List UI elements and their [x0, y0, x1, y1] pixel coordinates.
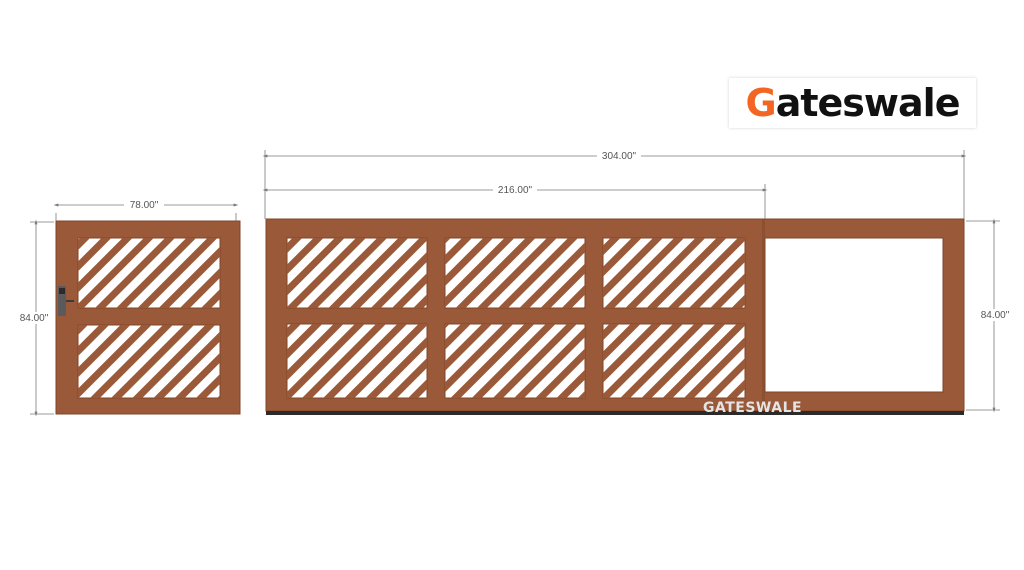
dim-opening-height: 84.00": [981, 310, 1010, 321]
watermark-text: GATESWALE: [703, 400, 802, 416]
logo-letter-g: G: [745, 81, 777, 125]
slat-panels: [286, 237, 746, 399]
sliding-gate: GATESWALE: [265, 218, 965, 416]
dim-total-width: 304.00": [602, 151, 637, 162]
dim-small-gate-width: 78.00": [130, 200, 159, 211]
door-handle-icon: [58, 286, 74, 316]
pedestrian-gate: [55, 220, 241, 415]
sliding-opening: [764, 237, 944, 393]
logo-wordmark: ateswale: [775, 81, 961, 125]
bottom-rail: [266, 411, 964, 415]
dim-small-gate-height: 84.00": [20, 313, 49, 324]
dim-gate-width: 216.00": [498, 185, 533, 196]
